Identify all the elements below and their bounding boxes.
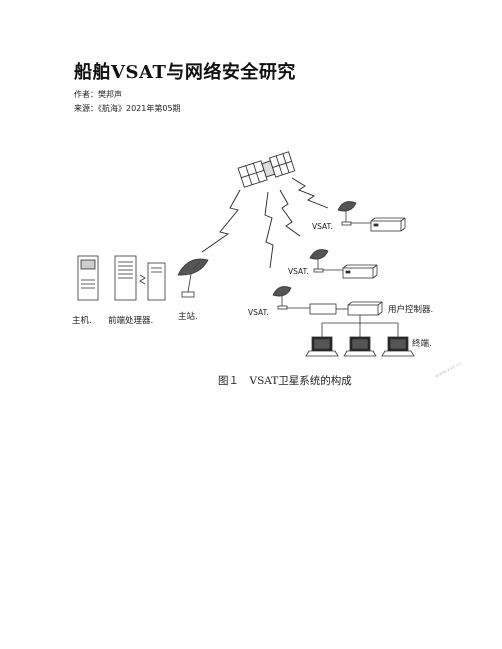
link-vsat-2 (279, 189, 301, 237)
host-computer-icon (77, 255, 99, 301)
master-station-dish-icon (177, 258, 209, 298)
source-line: 来源：《航海》2021年第05期 (74, 104, 181, 113)
frontend-label: 前端处理器. (108, 315, 153, 326)
satellite-icon (237, 151, 296, 188)
host-label: 主机. (72, 315, 92, 326)
vsat-terminal-4 (272, 286, 399, 337)
link-master-station (201, 189, 241, 253)
document-title: 船舶VSAT与网络安全研究 (74, 62, 296, 83)
terminal-label: 终端. (412, 338, 432, 349)
link-vsat-1 (291, 177, 329, 209)
vsat-system-figure: 主机. 前端处理器. 主站. VSAT. VSAT. VSAT. 用户控制器. … (72, 151, 460, 387)
master-station-label: 主站. (178, 311, 198, 322)
watermark: www.xxx.com (434, 358, 460, 380)
frontend-processor-icon (114, 255, 166, 301)
vsat-label-1: VSAT. (312, 222, 333, 231)
satellite-links (201, 177, 329, 269)
vsat-label-4: VSAT. (248, 308, 269, 317)
link-vsat-4 (264, 191, 274, 269)
vsat-terminal-1 (337, 201, 406, 232)
figure-caption: 图１ VSAT卫星系统的构成 (218, 374, 352, 387)
terminal-laptops-icon (305, 336, 415, 357)
vsat-label-2: VSAT. (288, 267, 309, 276)
user-controller-label: 用户控制器. (388, 304, 433, 315)
author-line: 作者：樊邦声 (74, 90, 122, 99)
vsat-terminal-2 (309, 249, 378, 279)
